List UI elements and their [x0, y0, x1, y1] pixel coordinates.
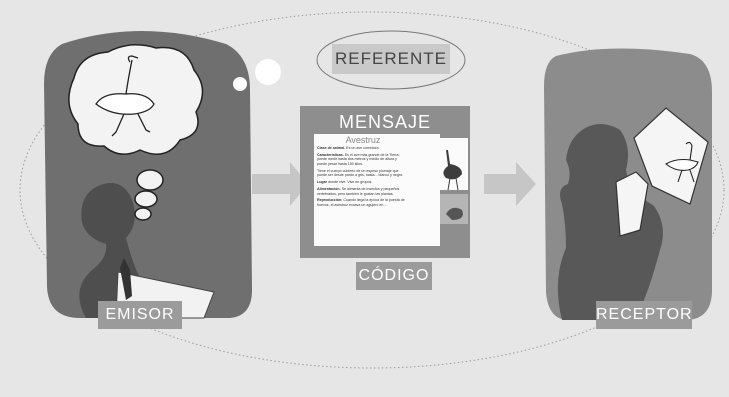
- document-paragraph: Características. Es el ave más grande de…: [317, 153, 405, 167]
- receptor-panel: [544, 48, 712, 320]
- arrow-to-receptor: [484, 162, 536, 206]
- document-body: Clase de animal. Es un ave corredora. Ca…: [317, 146, 405, 210]
- document-title: Avestruz: [345, 135, 381, 145]
- paragraph-text: donde vive. Vive en grupos.: [326, 180, 373, 185]
- paragraph-text: Se alimenta de insectos y pequeños verte…: [317, 186, 400, 196]
- document-paragraph: Alimentación. Se alimenta de insectos y …: [317, 187, 405, 196]
- ostrich-photo-1: [443, 150, 462, 191]
- mensaje-label: MENSAJE: [338, 112, 432, 132]
- receptor-label: RECEPTOR: [596, 301, 692, 329]
- document-paragraph: Clase de animal. Es un ave corredora.: [317, 146, 405, 151]
- paragraph-text: Cuando llega la época de la puesta de hu…: [317, 198, 405, 207]
- paragraph-text: Tiene el cuerpo cubierto de un espeso pl…: [317, 168, 404, 178]
- paragraph-heading: Características.: [317, 152, 344, 157]
- document-paragraph: Lugar donde vive. Vive en grupos.: [317, 180, 405, 185]
- paragraph-heading: Alimentación.: [317, 186, 341, 191]
- paragraph-heading: Lugar: [317, 180, 327, 185]
- arrow-to-mensaje: [252, 162, 308, 206]
- document-paragraph: Tiene el cuerpo cubierto de un espeso pl…: [317, 169, 405, 178]
- paragraph-text: Es un ave corredora.: [345, 146, 380, 150]
- paragraph-text: Es el ave más grande de la Tierra; puede…: [317, 152, 400, 166]
- emisor-panel: [44, 31, 252, 319]
- emisor-label: EMISOR: [98, 301, 182, 329]
- bubble-small: [233, 77, 247, 91]
- communication-ellipse: [19, 11, 725, 369]
- paragraph-heading: Reproducción:: [317, 198, 343, 203]
- referente-label: REFERENTE: [332, 44, 450, 74]
- mensaje-document: Avestruz Clase de animal. Es un ave corr…: [314, 134, 440, 246]
- document-paragraph: Reproducción: Cuando llega la época de l…: [317, 198, 405, 207]
- codigo-label: CÓDIGO: [356, 262, 432, 290]
- bubble-large: [255, 59, 281, 85]
- paragraph-heading: Clase de animal.: [317, 146, 346, 150]
